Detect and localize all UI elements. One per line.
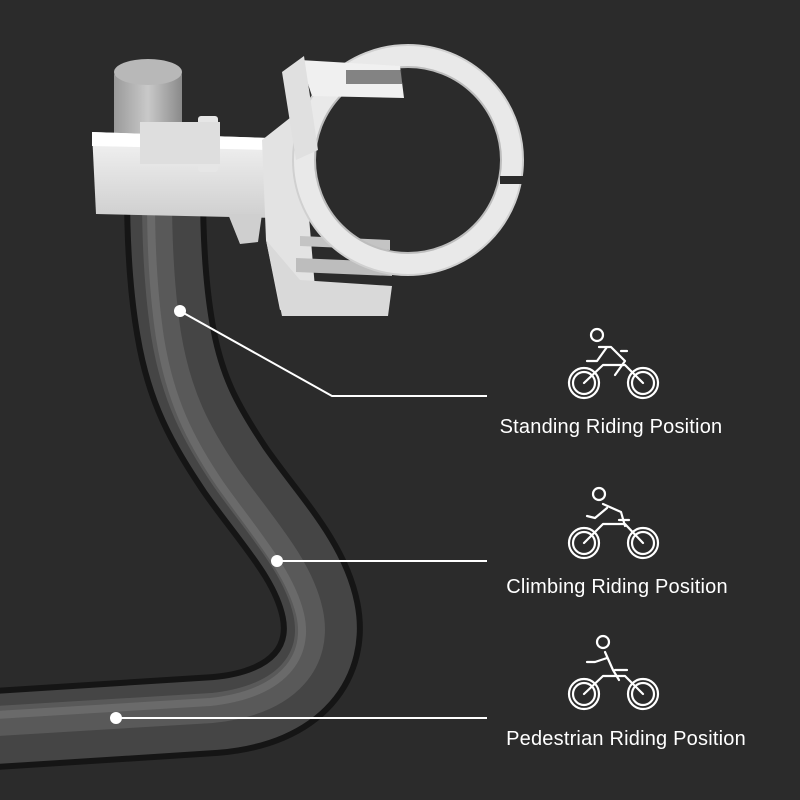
pedestrian-cyclist-icon xyxy=(567,634,660,711)
marker-dot-pedestrian xyxy=(110,712,122,724)
callout-leaders xyxy=(116,310,487,719)
leader-line-standing xyxy=(179,310,487,397)
standing-position-label: Standing Riding Position xyxy=(499,416,723,438)
marker-dot-climbing xyxy=(271,555,283,567)
standing-cyclist-icon xyxy=(567,327,660,400)
climbing-cyclist-icon xyxy=(567,486,660,560)
marker-dot-standing xyxy=(174,305,186,317)
phone-mount-clamp xyxy=(92,44,526,316)
mount-ring xyxy=(292,44,526,276)
handlebar-tube xyxy=(0,149,363,770)
climbing-position-label: Climbing Riding Position xyxy=(506,576,728,598)
pedestrian-position-label: Pedestrian Riding Position xyxy=(506,728,746,750)
callout-dots xyxy=(110,305,283,724)
